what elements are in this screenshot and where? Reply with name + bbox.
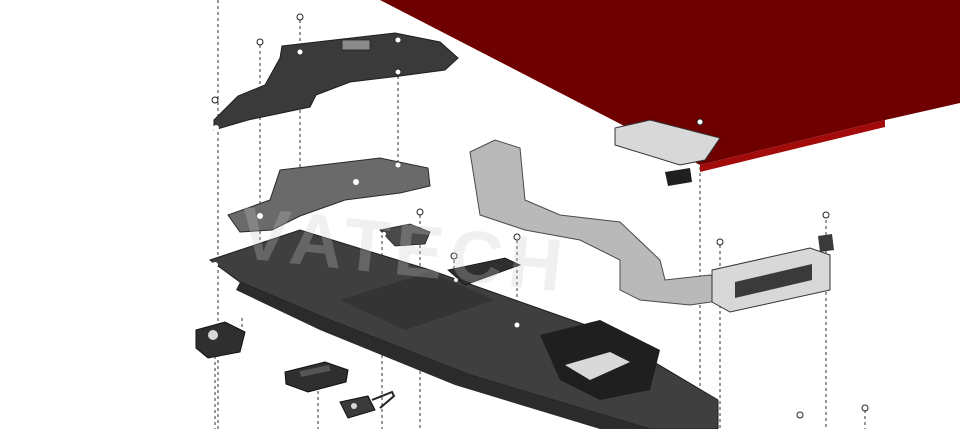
- shield-plate-middle: [227, 157, 431, 233]
- small-bracket-right: [447, 257, 522, 286]
- dock-connector: [711, 234, 834, 313]
- camera-module: [195, 321, 246, 359]
- shield-plate-top: [213, 32, 459, 131]
- small-bracket-left: [379, 223, 431, 247]
- screws: [211, 13, 869, 419]
- battery-part: [380, 0, 960, 172]
- metal-plate-small: [614, 119, 721, 186]
- speaker-module: [284, 361, 349, 393]
- flex-cable: [469, 139, 726, 306]
- small-component: [339, 390, 396, 419]
